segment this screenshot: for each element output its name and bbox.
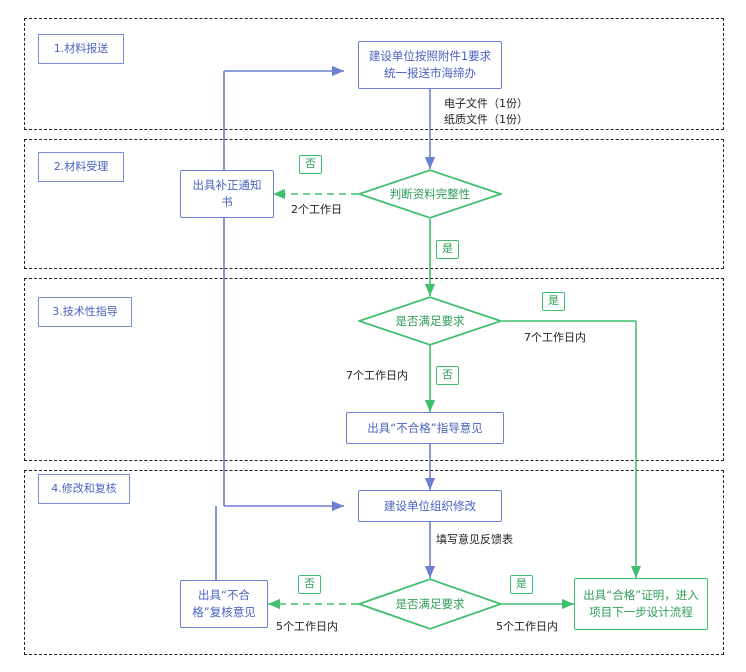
node-modify[interactable]: 建设单位组织修改 bbox=[358, 490, 502, 522]
diamond-shape bbox=[358, 169, 502, 219]
edge-label-no-1: 否 bbox=[299, 155, 322, 174]
decision-meet-requirement-1[interactable]: 是否满足要求 bbox=[358, 296, 502, 346]
node-recheck-opinion[interactable]: 出具“不合格”复核意见 bbox=[180, 580, 268, 628]
decision-meet-requirement-2-label: 是否满足要求 bbox=[395, 596, 465, 611]
edge-label-5-workdays-left: 5个工作日内 bbox=[276, 620, 338, 633]
decision-meet-requirement-2[interactable]: 是否满足要求 bbox=[358, 578, 502, 630]
edge-label-files-line2: 纸质文件（1份） bbox=[444, 113, 528, 126]
edge-label-7-workdays-left: 7个工作日内 bbox=[346, 369, 408, 382]
lane-1-frame bbox=[24, 18, 724, 130]
node-unqualified-opinion[interactable]: 出具“不合格”指导意见 bbox=[346, 412, 504, 444]
decision-completeness[interactable]: 判断资料完整性 bbox=[358, 169, 502, 219]
node-qualified-certificate[interactable]: 出具“合格”证明，进入项目下一步设计流程 bbox=[574, 578, 708, 630]
node-submit[interactable]: 建设单位按照附件1要求统一报送市海缔办 bbox=[358, 41, 502, 89]
edge-label-no-3: 否 bbox=[298, 575, 321, 594]
edge-label-yes-2: 是 bbox=[542, 292, 565, 311]
edge-label-yes-1: 是 bbox=[436, 240, 459, 259]
lane-label-1: 1.材料报送 bbox=[38, 34, 124, 64]
edge-label-5-workdays-right: 5个工作日内 bbox=[496, 620, 558, 633]
lane-4-frame bbox=[24, 470, 724, 655]
edge-label-7-workdays-right: 7个工作日内 bbox=[524, 331, 586, 344]
decision-completeness-label: 判断资料完整性 bbox=[389, 186, 471, 201]
node-correction-notice[interactable]: 出具补正通知书 bbox=[180, 170, 274, 218]
diamond-shape bbox=[358, 296, 502, 346]
lane-2-frame bbox=[24, 139, 724, 269]
diamond-shape bbox=[358, 578, 502, 630]
decision-meet-requirement-1-label: 是否满足要求 bbox=[395, 313, 465, 328]
edge-label-2-workdays: 2个工作日 bbox=[291, 203, 342, 216]
edge-label-feedback-form: 填写意见反馈表 bbox=[436, 533, 513, 546]
lane-label-3: 3.技术性指导 bbox=[38, 297, 132, 327]
lane-label-2: 2.材料受理 bbox=[38, 152, 124, 182]
edge-label-files-line1: 电子文件（1份） bbox=[444, 97, 528, 110]
lane-label-4: 4.修改和复核 bbox=[38, 474, 130, 504]
edge-label-yes-3: 是 bbox=[510, 575, 533, 594]
lane-3-frame bbox=[24, 278, 724, 461]
edge-label-no-2: 否 bbox=[436, 366, 459, 385]
